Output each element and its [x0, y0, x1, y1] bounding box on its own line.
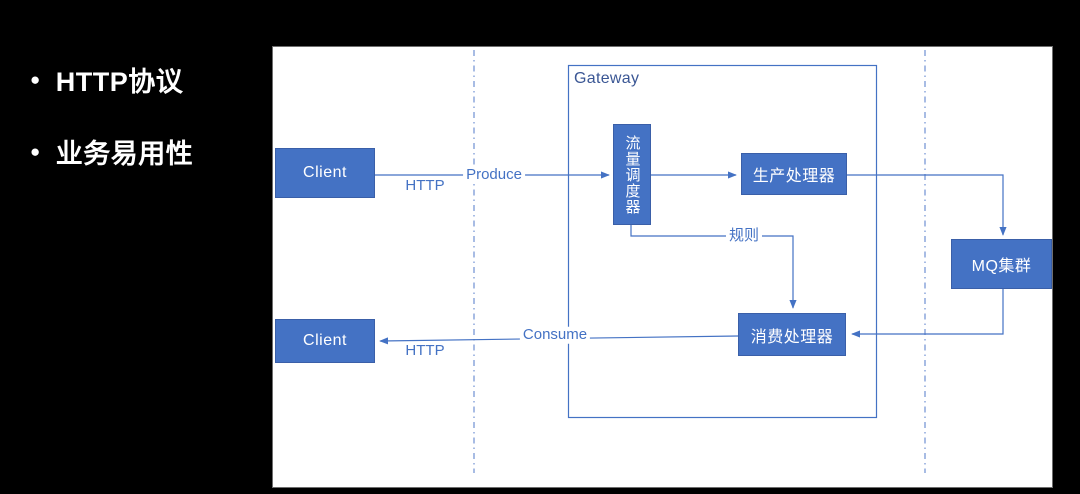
gateway-container-label: Gateway — [574, 70, 640, 87]
bullet-icon: ● — [30, 70, 41, 89]
node-client-top: Client — [275, 148, 375, 198]
bullet-label: 业务易用性 — [55, 139, 194, 169]
node-client-bottom: Client — [275, 319, 375, 363]
node-label: Client — [303, 164, 347, 181]
node-label: MQ集群 — [971, 258, 1032, 275]
node-traffic-scheduler: 流量调度器 — [613, 124, 651, 225]
edge-scheduler-to-consumer — [630, 225, 797, 309]
node-label: 流量调度器 — [623, 134, 641, 215]
bullet-label: HTTP协议 — [55, 67, 184, 97]
edge-label-consume: Consume — [519, 326, 591, 344]
node-label: 生产处理器 — [752, 168, 836, 185]
edge-mq-to-consumer — [851, 289, 1004, 338]
node-label: Client — [303, 332, 347, 349]
bullet-item-http: ● HTTP协议 — [30, 60, 183, 99]
node-mq-cluster: MQ集群 — [951, 239, 1052, 289]
edge-label-rule: 规则 — [725, 227, 763, 245]
edge-producer-to-mq — [847, 174, 1007, 236]
node-label: 消费处理器 — [750, 328, 834, 346]
node-consumer-handler: 消费处理器 — [738, 313, 846, 356]
diagram-panel: Gateway Client 流量调度器 生产处理器 MQ集群 消费处理器 Cl… — [272, 46, 1053, 488]
gateway-container-box — [567, 64, 878, 419]
bullet-icon: ● — [30, 142, 41, 161]
edge-label-produce: Produce — [463, 166, 525, 184]
node-producer-handler: 生产处理器 — [741, 153, 847, 195]
diagram-canvas — [375, 50, 1007, 473]
bullet-item-usability: ● 业务易用性 — [30, 132, 193, 171]
edge-label-http-top: HTTP — [405, 176, 445, 194]
edge-label-http-bottom: HTTP — [405, 341, 445, 359]
